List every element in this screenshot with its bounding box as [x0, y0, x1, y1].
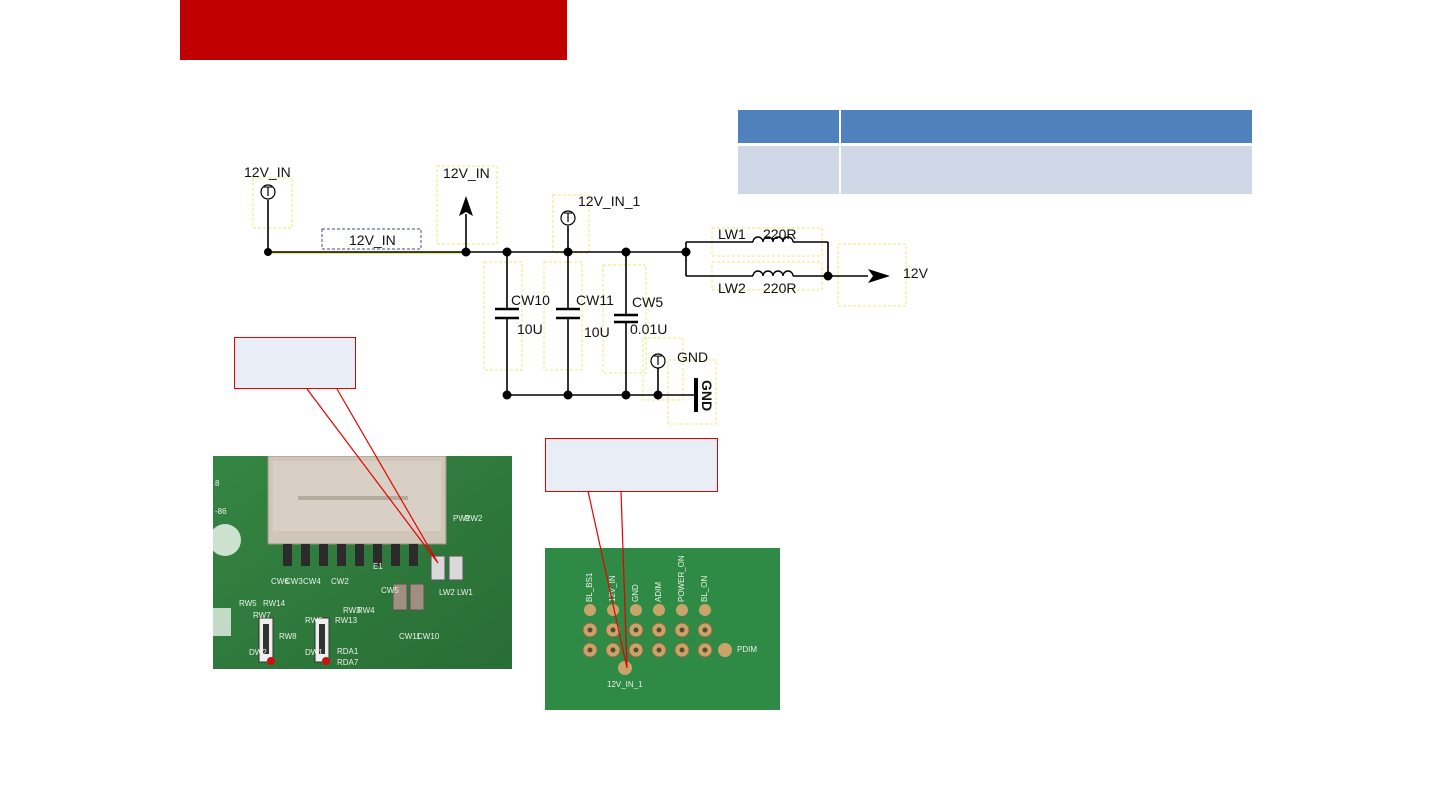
testpoint-12v-in-1-label: 12V_IN_1	[578, 193, 640, 209]
testpoint-12v-in-label: 12V_IN	[244, 164, 291, 180]
callout-pointer-lines	[306, 388, 628, 669]
board-photo-2-pad-hole	[587, 627, 593, 633]
board-photo-2-top-pad	[630, 604, 642, 616]
net-label-box	[321, 228, 422, 250]
output-arrow-12v	[868, 269, 890, 283]
lw1-ref: LW1	[718, 226, 746, 242]
table-row	[738, 143, 1252, 194]
board-photo-1-silk-label: RW8	[279, 632, 297, 641]
board-photo-1-silk-label: RW14	[263, 599, 286, 608]
schematic-selection-boxes	[252, 165, 907, 425]
board-photo-1-silk-label: RW5	[239, 599, 257, 608]
power-arrow-12v-in	[459, 196, 473, 216]
title-bar	[180, 0, 567, 60]
lw2-value: 220R	[763, 280, 796, 296]
board-photo-1-silk-label: RW6	[305, 616, 323, 625]
callout-1	[234, 337, 356, 389]
board-photo-1-silk-label: CW10	[417, 632, 440, 641]
board-photo-2-pad-hole	[610, 647, 616, 653]
board-photo-1-silk-label: PW2	[465, 514, 483, 523]
board-photo-2-top-pad	[607, 604, 619, 616]
board-photo-1-silk-label: CW6	[271, 577, 289, 586]
gnd-testpoint-label: GND	[677, 349, 708, 365]
table-header-cell-2	[840, 110, 1252, 145]
table-header-cell-1	[738, 110, 841, 145]
board-photo-1-silk-label: CW2	[331, 577, 349, 586]
gnd-symbol-label: GND	[699, 380, 715, 411]
board-photo-2-top-pad	[699, 604, 711, 616]
callout-2	[545, 438, 718, 492]
cw11-ref: CW11	[576, 292, 614, 308]
lw1-value: 220R	[763, 226, 796, 242]
table-cell-1	[738, 143, 841, 194]
schematic-wires	[267, 200, 868, 396]
board-photo-1-silk-label: CW3	[285, 577, 303, 586]
board-photo-2-pad-hole	[679, 627, 685, 633]
board-photo-1-silk-label: CW4	[303, 577, 321, 586]
board-photo-1-silk-label: RW13	[335, 616, 358, 625]
board-photo-2-top-pad	[676, 604, 688, 616]
testpoint-symbols	[260, 184, 666, 369]
junction-dots	[264, 247, 833, 400]
board-photo-1-silk-label: CW11	[399, 632, 421, 641]
board-photo-2-top-pad	[584, 604, 596, 616]
board-photo-1-silk-label: CW5	[381, 586, 399, 595]
board-photo-2-extra-pad	[618, 661, 632, 675]
cw5-ref: CW5	[632, 294, 663, 310]
cw10-ref: CW10	[511, 292, 550, 308]
table-cell-2	[840, 143, 1252, 194]
board-photo-1-silk-label: RDA7	[337, 658, 359, 667]
cw11-value: 10U	[584, 324, 610, 340]
svg-text:T: T	[264, 183, 273, 199]
photo1-silk-86: -86	[215, 507, 227, 516]
board-photo-1-silk-label: LW2	[439, 588, 455, 597]
table-header-row	[738, 110, 1252, 145]
svg-text:T: T	[654, 352, 663, 368]
cw10-value: 10U	[517, 321, 543, 337]
output-12v-label: 12V	[903, 265, 929, 281]
board-photo-1-silk-label: RW4	[357, 606, 375, 615]
board-photo-2-pad-hole	[656, 627, 662, 633]
board-photo-1-silk-label: RW3	[343, 606, 361, 615]
board-photo-1-silk-label: RW7	[253, 611, 271, 620]
svg-text:T: T	[564, 209, 573, 225]
board-photo-1-silk-label: PW1	[453, 514, 471, 523]
board-photo-2-pad-hole	[679, 647, 685, 653]
board-photo-2-pdim-label: PDIM	[737, 645, 757, 654]
board-photo-2-top-pad	[653, 604, 665, 616]
board-photo-1-silk-label: DW1	[305, 648, 323, 657]
lw2-ref: LW2	[718, 280, 746, 296]
board-photo-2-pad-hole	[633, 627, 639, 633]
board-photo-2-pad-hole	[587, 647, 593, 653]
board-photo-2-pad-hole	[633, 647, 639, 653]
cw5-value: 0.01U	[630, 321, 667, 337]
net-label-12v-in: 12V_IN	[349, 232, 396, 248]
board-photo-2-pad-hole	[702, 647, 708, 653]
board-photo-1-silk-label: LW1	[457, 588, 473, 597]
power-port-12v-in-label: 12V_IN	[443, 165, 490, 181]
board-photo-2-extra-pad	[718, 643, 732, 657]
info-table	[738, 110, 1252, 194]
capacitor-plates	[495, 307, 638, 324]
board-photo-1-silk-label: E1	[373, 562, 383, 571]
inductor-coils	[752, 236, 794, 277]
testpoint-t-letters: T T T	[264, 183, 663, 368]
board-photo-1-silk-label: RDA1	[337, 647, 359, 656]
board-photo-2-pad-hole	[656, 647, 662, 653]
board-photo-2-pad-hole	[702, 627, 708, 633]
board-photo-2-image	[545, 548, 780, 710]
board-photo-2-tp-label: 12V_IN_1	[607, 680, 643, 689]
board-photo-1-silk-label: DW2	[249, 648, 267, 657]
board-photo-1-image: 8 -86	[213, 456, 512, 669]
photo1-silk-8: 8	[215, 479, 220, 488]
board-photo-2-pad-hole	[610, 627, 616, 633]
